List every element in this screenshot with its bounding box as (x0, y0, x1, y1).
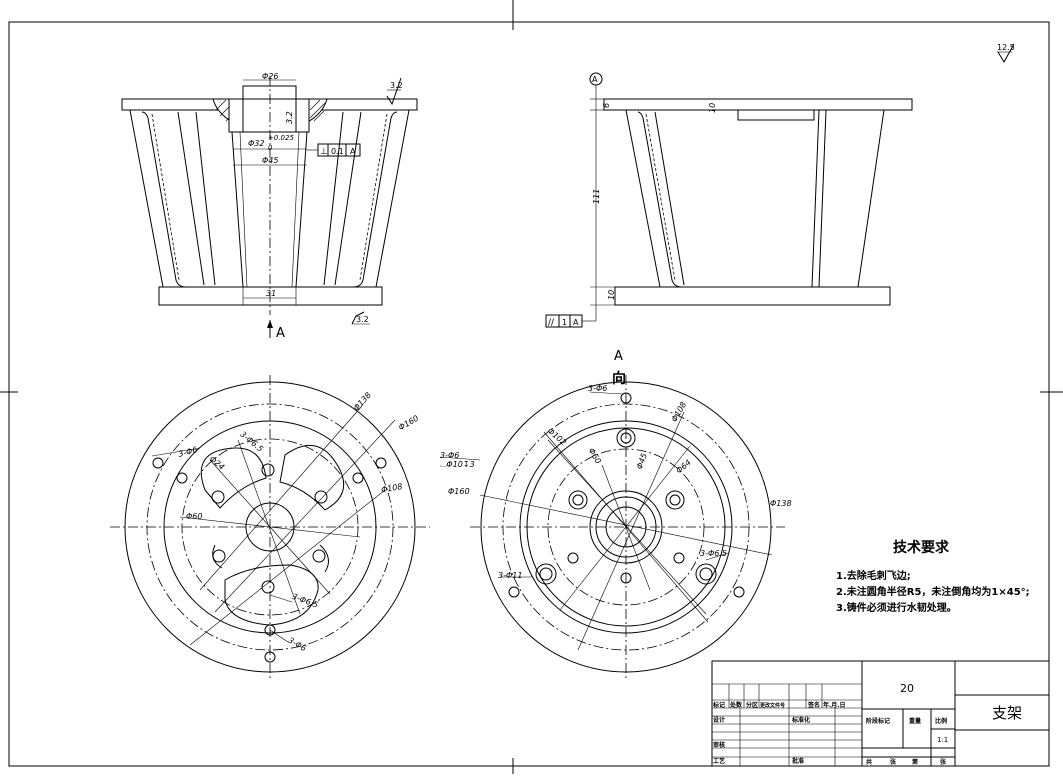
par-value: 1 (562, 318, 567, 327)
bv-holes-6b: 3-Φ6 (287, 636, 308, 653)
front-roughness-bottom: 3.2 (356, 315, 369, 324)
av-cbore-note: ⌴Φ10↧3 (440, 460, 475, 469)
side-dim-height: 111 (592, 189, 601, 204)
av-holes-6: 3-Φ6 (588, 384, 607, 393)
side-dim-inner: 10 (708, 103, 717, 113)
roughness-corner-value: 12.5 (997, 43, 1015, 52)
tb-design: 设计 (713, 716, 725, 724)
tb-h-mark: 标记 (712, 701, 725, 709)
bv-holes-65b: 3-Φ6.5 (291, 592, 319, 610)
side-view: 6 10 111 10 A // 1 A (545, 72, 913, 328)
tb-h-zone: 分区 (746, 701, 758, 709)
front-dim-bore-main: Φ32 (248, 139, 264, 148)
av-holes-65: 3-Φ6.5 (700, 549, 727, 558)
av-d108: Φ108 (670, 400, 689, 423)
tb-material: 20 (900, 682, 914, 695)
tb-h-date: 年.月.日 (823, 701, 846, 709)
perp-value: 0.1 (331, 147, 344, 156)
bv-d60: Φ60 (186, 512, 202, 521)
front-dim-bore-top: Φ26 (262, 72, 278, 81)
av-d45: Φ45 (635, 452, 649, 471)
tech-requirements: 技术要求 1.去除毛刺飞边; 2.未注圆角半径R5，未注倒角均为1×45°; 3… (836, 539, 1030, 614)
bv-d160: Φ160 (397, 414, 420, 433)
front-dim-counterbore: Φ45 (262, 156, 278, 165)
front-dim-tol-lower: 0 (268, 144, 273, 152)
bottom-view: Φ138 Φ160 Φ108 Φ60 Φ24 3-Φ6 3-Φ6.5 3-Φ6.… (110, 375, 430, 680)
a-view: A 向 (439, 349, 792, 680)
front-dim-tol-upper: +0.025 (268, 134, 294, 142)
tb-process: 工艺 (713, 757, 725, 765)
av-d102: Φ102 (546, 426, 568, 447)
av-d160: Φ160 (448, 487, 470, 496)
front-dim-bottom-slot: 31 (266, 289, 276, 298)
tech-req-item-3: 3.铸件必须进行水韧处理。 (836, 601, 957, 614)
tb-ratio: 比例 (935, 717, 947, 725)
front-roughness-top: 3.2 (390, 81, 403, 90)
par-symbol: // (548, 318, 555, 328)
av-cbore-label: 3-Φ6 (440, 451, 459, 460)
tb-stage: 阶段标记 (866, 717, 890, 725)
perp-symbol: ⊥ (320, 147, 328, 157)
side-dim-base: 10 (607, 290, 616, 300)
av-d60: Φ60 (587, 447, 603, 466)
perp-datum: A (350, 147, 356, 156)
tech-req-title: 技术要求 (893, 539, 950, 556)
tb-sheets: 张 (890, 758, 897, 766)
par-datum: A (573, 318, 579, 327)
front-view: Φ26 Φ32 +0.025 0 Φ45 3.2 31 ⊥ 0.1 A 3.2 … (121, 72, 418, 341)
av-d138: Φ138 (770, 499, 792, 508)
tb-h-count: 处数 (729, 701, 743, 709)
roughness-corner: 12.5 (997, 43, 1015, 63)
a-view-title-letter: A (614, 349, 623, 364)
tb-standard: 标准化 (791, 716, 810, 724)
bv-holes-65a: 3-Φ6.5 (238, 430, 264, 454)
a-view-title-dir: 向 (612, 370, 626, 387)
tb-scale: 1:1 (937, 736, 948, 744)
tb-page-unit: 张 (940, 758, 947, 766)
tb-page: 第 (911, 758, 918, 766)
tb-part-name: 支架 (992, 704, 1022, 722)
tb-total: 共 (866, 758, 872, 766)
bv-d24: Φ24 (208, 454, 226, 471)
tb-approve: 批准 (792, 757, 804, 765)
bottom-view-holes (152, 457, 387, 663)
tech-req-item-1: 1.去除毛刺飞边; (836, 569, 911, 582)
av-d64: Φ64 (674, 458, 692, 475)
tb-h-sign: 签名 (807, 701, 820, 709)
bv-holes-6: 3-Φ6 (177, 445, 198, 459)
tb-review: 审核 (713, 741, 725, 749)
front-view-arrow-label: A (276, 326, 285, 341)
tb-weight: 重量 (909, 717, 921, 725)
av-holes-11: 3-Φ11 (498, 571, 522, 580)
tech-req-item-2: 2.未注圆角半径R5，未注倒角均为1×45°; (836, 585, 1030, 598)
side-datum-label: A (592, 75, 598, 84)
title-block: 标记 处数 分区 更改文件号 签名 年.月.日 设计 标准化 审核 工艺 批准 … (711, 660, 1050, 767)
bv-d108: Φ108 (380, 482, 403, 495)
bv-d138: Φ138 (352, 391, 373, 413)
front-dim-depth: 3.2 (285, 111, 294, 124)
tb-h-docno: 更改文件号 (760, 702, 785, 709)
a-view-holes (508, 392, 745, 598)
side-dim-top: 6 (602, 103, 611, 108)
